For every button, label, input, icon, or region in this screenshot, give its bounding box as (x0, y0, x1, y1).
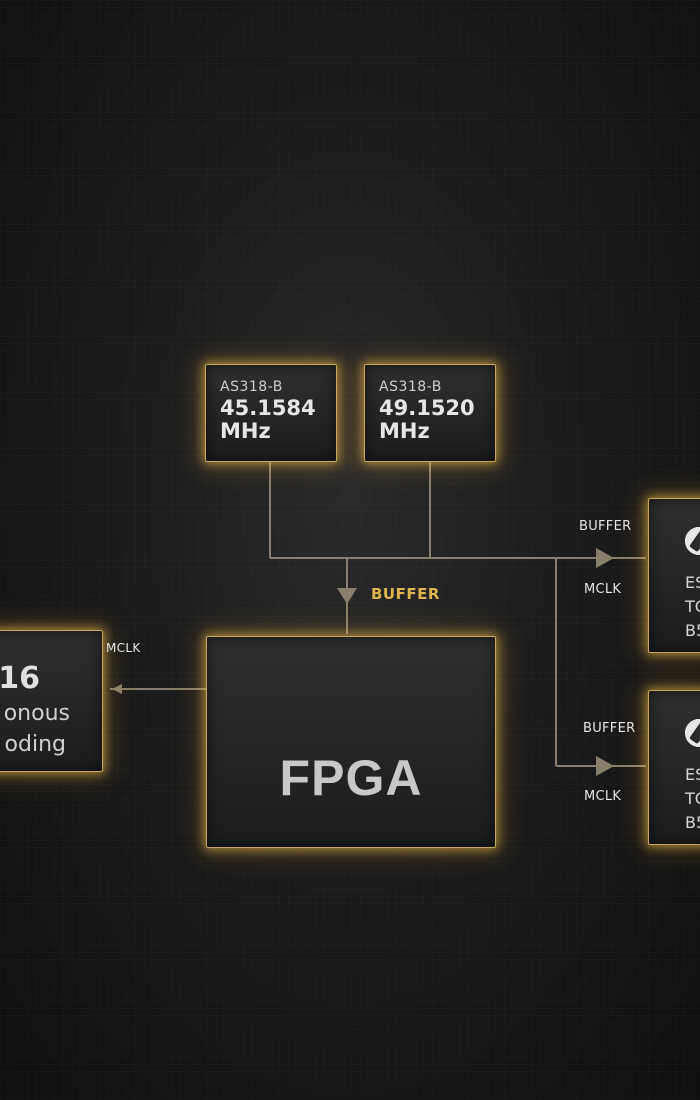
fpga-label: FPGA (279, 750, 423, 806)
oscillator-unit: MHz (379, 419, 430, 443)
oscillator-frequency: 49.1520 (379, 396, 475, 420)
oscillator-unit: MHz (220, 419, 271, 443)
oscillator-frequency: 45.1584 (220, 396, 316, 420)
left-chip-line2: onous (3, 701, 70, 726)
dac-chip-bottom: ES TO B5 (648, 690, 700, 845)
dac-line2: TO (685, 597, 700, 616)
buffer-label-top: BUFFER (579, 519, 632, 534)
buffer-arrow-bottom (596, 756, 614, 776)
dac-line1: ES (685, 765, 700, 784)
oscillator-model: AS318-B (379, 379, 442, 395)
chip-logo-icon (685, 527, 700, 555)
left-chip-line1: 16 (0, 661, 40, 696)
left-chip-line3: oding (4, 732, 66, 757)
oscillator-49mhz: AS318-B 49.1520 MHz (364, 364, 496, 462)
dac-line3: B5 (685, 621, 700, 640)
oscillator-45mhz: AS318-B 45.1584 MHz (205, 364, 337, 462)
dac-line3: B5 (685, 813, 700, 832)
buffer-label-bottom: BUFFER (583, 721, 636, 736)
dac-chip-top: ES TO B5 (648, 498, 700, 653)
buffer-label-main: BUFFER (371, 585, 440, 603)
fpga-chip: FPGA (206, 636, 496, 848)
buffer-arrow-top (596, 548, 614, 568)
dac-line1: ES (685, 573, 700, 592)
mclk-label-left: MCLK (106, 641, 141, 655)
dac-line2: TO (685, 789, 700, 808)
oscillator-model: AS318-B (220, 379, 283, 395)
arrow-left-chip (112, 684, 122, 694)
buffer-arrow-main (337, 588, 357, 604)
chip-logo-icon (685, 719, 700, 747)
left-chip: 16 onous oding (0, 630, 103, 772)
mclk-label-bottom: MCLK (584, 789, 622, 804)
mclk-label-top: MCLK (584, 582, 622, 597)
